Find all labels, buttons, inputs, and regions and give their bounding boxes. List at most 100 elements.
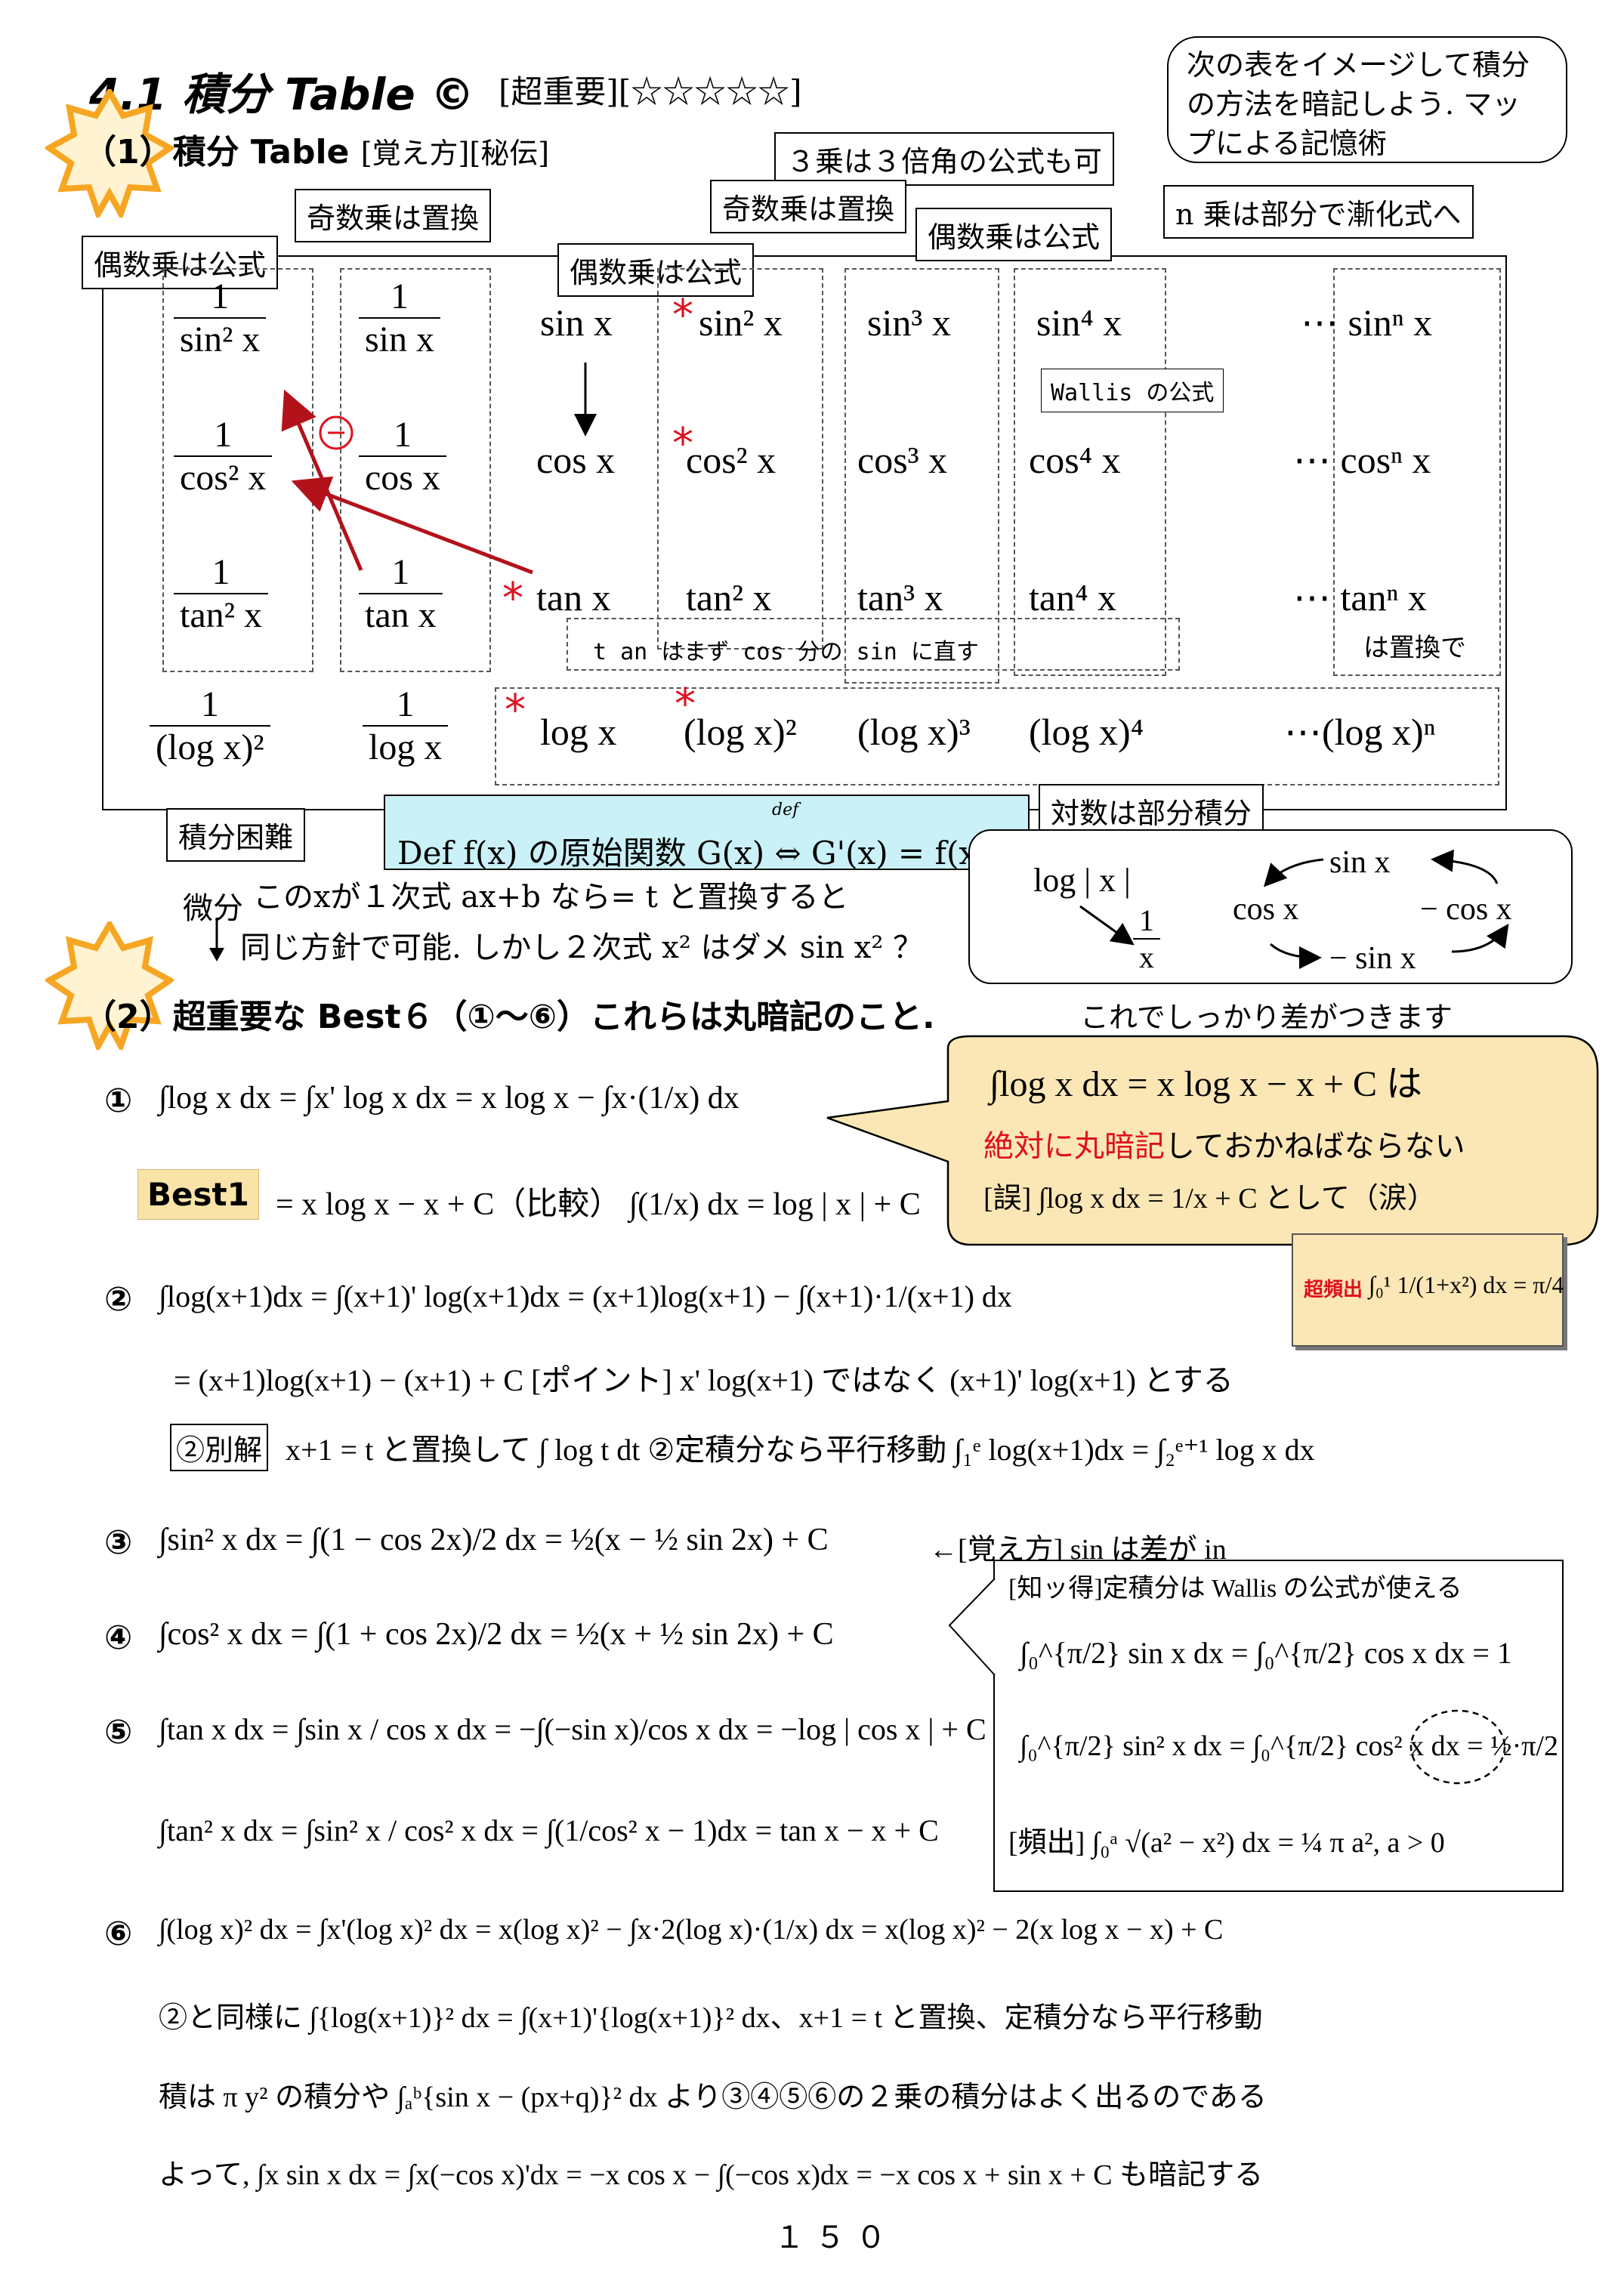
log-x: log x	[540, 711, 617, 753]
section2-title: （2）超重要な Best６（①〜⑥）これらは丸暗記のこと.	[83, 998, 935, 1036]
star-icon: *	[675, 680, 696, 729]
frequent-box: 超頻出 ∫₀¹ 1/(1+x²) dx = π/4	[1292, 1233, 1564, 1347]
formula-1-line2: = x log x − x + C（比較） ∫(1/x) dx = log | …	[276, 1187, 921, 1222]
formula-5-label: ⑤	[104, 1713, 133, 1751]
diff-label: 微分	[183, 891, 243, 926]
log-row-dashed	[495, 687, 1499, 785]
best1-badge: Best1	[137, 1169, 259, 1220]
formula-2-line1: ∫log(x+1)dx = ∫(x+1)' log(x+1)dx = (x+1)…	[159, 1279, 1012, 1313]
bubble-line3: [誤] ∫log x dx = 1/x + C として（涙）	[983, 1183, 1436, 1214]
wallis-pointer	[948, 1579, 996, 1676]
title-tags: [超重要][☆☆☆☆☆]	[499, 73, 802, 110]
cycle-sin: sin x	[1329, 845, 1391, 880]
section1-title: （1）積分 Table [覚え方][秘伝]	[83, 133, 550, 171]
formula-1-line1: ∫log x dx = ∫x' log x dx = x log x − ∫x·…	[159, 1081, 739, 1116]
formula-6-label: ⑥	[104, 1915, 133, 1953]
bubble-line2: 絶対に丸暗記しておかねばならない	[983, 1129, 1465, 1164]
wallis-2: ∫₀^{π/2} sin² x dx = ∫₀^{π/2} cos² x dx …	[1020, 1730, 1558, 1762]
tan4-x: tan⁴ x	[1029, 576, 1117, 619]
definition-text: Def f(x) の原始関数 G(x) ⇔ G'(x) = f(x)	[397, 835, 990, 872]
title-text: 4.1 積分 Table ©	[89, 69, 474, 120]
callout-even-formula-2: 偶数乗は公式	[557, 243, 755, 297]
tann-x: ⋯ tanⁿ x	[1293, 576, 1427, 619]
wallis-1: ∫₀^{π/2} sin x dx = ∫₀^{π/2} cos x dx = …	[1020, 1636, 1512, 1670]
formula-6-line4: よって, ∫x sin x dx = ∫x(−cos x)'dx = −x co…	[159, 2159, 1264, 2191]
formula-2-line3: x+1 = t と置換して ∫ log t dt ②定積分なら平行移動 ∫₁ᵉ …	[286, 1433, 1315, 1467]
cycle-neg-sin: − sin x	[1329, 941, 1416, 976]
cos3-x: cos³ x	[857, 439, 948, 481]
formula-3-label: ③	[104, 1523, 133, 1562]
cycle-log: log | x |	[1033, 862, 1131, 899]
cosn-x: ⋯ cosⁿ x	[1293, 439, 1431, 481]
callout-even-formula-3: 偶数乗は公式	[915, 208, 1113, 261]
bubble-line1: ∫log x dx = x log x − x + C は	[990, 1064, 1423, 1104]
callout-hard: 積分困難	[166, 808, 306, 862]
formula-2-alt-label: ②別解	[170, 1424, 269, 1471]
formula-4: ∫cos² x dx = ∫(1 + cos 2x)/2 dx = ½(x + …	[159, 1617, 834, 1652]
down-arrow-icon	[209, 918, 224, 961]
star-icon: *	[505, 686, 526, 735]
star-icon: *	[672, 291, 693, 340]
tan-x: tan x	[536, 576, 611, 619]
sin4-dashed	[1014, 268, 1166, 676]
table-arrows	[281, 363, 597, 575]
log3-x: (log x)³	[857, 711, 971, 753]
formula-6: ∫(log x)² dx = ∫x'(log x)² dx = x(log x)…	[159, 1914, 1224, 1946]
logn-x: ⋯(log x)ⁿ	[1284, 711, 1436, 753]
derivative-cycle-box	[968, 829, 1573, 984]
formula-5: ∫tan x dx = ∫sin x / cos x dx = −∫(−sin …	[159, 1712, 986, 1746]
diff-line2: 同じ方針で可能. しかし２次式 x² はダメ sin x² ？	[240, 930, 924, 965]
callout-odd-substitute-1: 奇数乗は置換	[295, 189, 492, 242]
sinn-dashed	[1333, 268, 1501, 676]
sin2-x: sin² x	[699, 301, 783, 344]
cycle-neg-cos: − cos x	[1420, 892, 1512, 927]
col2-dashed	[340, 268, 491, 672]
wallis-3: [頻出] ∫₀ᵃ √(a² − x²) dx = ¼ π a², a > 0	[1008, 1827, 1445, 1859]
page-title: 4.1 積分 Table ©	[89, 59, 474, 122]
sin3-dashed	[844, 268, 999, 684]
section2-subtitle: これでしっかり差がつきます	[1080, 1001, 1453, 1034]
log4-x: (log x)⁴	[1029, 711, 1144, 753]
top-note: 次の表をイメージして積分の方法を暗記しよう. マップによる記憶術	[1167, 36, 1567, 163]
section-badge-icon	[45, 921, 174, 1050]
cos4-x: cos⁴ x	[1029, 439, 1121, 481]
log2-x: (log x)²	[684, 711, 797, 753]
sin4-x: sin⁴ x	[1036, 301, 1122, 344]
formula-6-line2: ②と同様に ∫{log(x+1)}² dx = ∫(x+1)'{log(x+1)…	[159, 2002, 1263, 2034]
sin2-dashed	[657, 268, 823, 650]
callout-cube-note: ３乗は３倍角の公式も可	[774, 132, 1115, 186]
formula-2-label: ②	[104, 1280, 133, 1319]
bubble-red-text: 絶対に丸暗記	[983, 1129, 1165, 1164]
star-icon: *	[672, 419, 693, 468]
callout-n-power: n 乗は部分で漸化式へ	[1163, 185, 1474, 239]
table-frame	[102, 255, 1507, 810]
frequent-formula: ∫₀¹ 1/(1+x²) dx = π/4	[1369, 1271, 1564, 1298]
bubble-shape	[826, 1035, 1599, 1246]
minus-circle-icon	[319, 415, 354, 450]
formula-1-label: ①	[104, 1082, 133, 1120]
formula-3: ∫sin² x dx = ∫(1 − cos 2x)/2 dx = ½(x − …	[159, 1523, 829, 1557]
frequent-label: 超頻出	[1304, 1279, 1363, 1301]
star-icon: *	[502, 574, 523, 623]
callout-log-part: 対数は部分積分	[1039, 784, 1264, 838]
cycle-arrows	[1079, 849, 1509, 969]
wallis-tag: Wallis の公式	[1041, 369, 1224, 412]
wallis-box	[993, 1560, 1564, 1892]
diff-line1: このxが１次式 ax+b なら= t と置換すると	[253, 880, 849, 915]
tan-note-dashed	[567, 618, 1180, 671]
formula-5b: ∫tan² x dx = ∫sin² x / cos² x dx = ∫(1/c…	[159, 1813, 939, 1847]
tan3-x: tan³ x	[857, 576, 943, 619]
col1-dashed	[162, 268, 313, 672]
callout-even-formula-1: 偶数乗は公式	[82, 236, 279, 289]
page-number: １５０	[774, 2220, 897, 2255]
formula-4-label: ④	[104, 1619, 133, 1657]
sin3-x: sin³ x	[867, 301, 951, 344]
formula-2-line2: = (x+1)log(x+1) − (x+1) + C [ポイント] x' lo…	[174, 1363, 1233, 1397]
